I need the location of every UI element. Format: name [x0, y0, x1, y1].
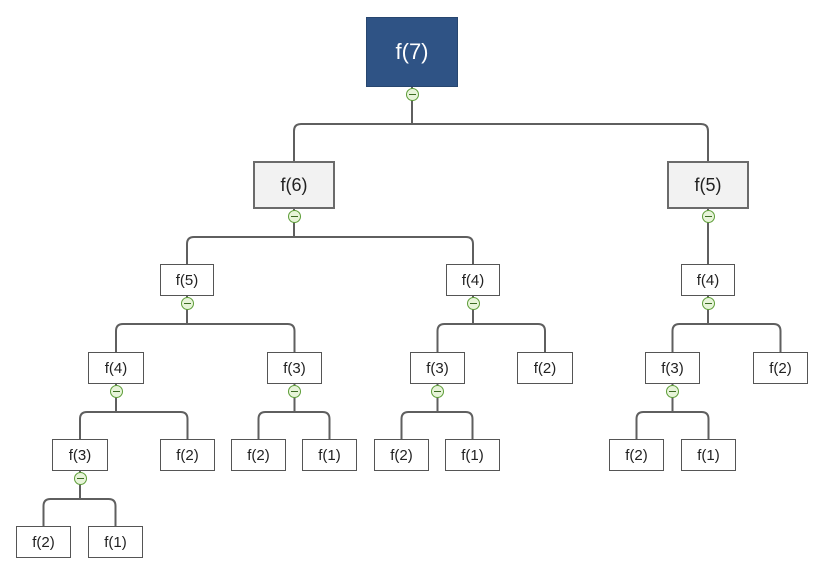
node-f1a[interactable]: f(1): [88, 526, 143, 558]
node-label: f(3): [426, 359, 449, 377]
node-f7[interactable]: f(7): [366, 17, 458, 87]
collapse-toggle-icon[interactable]: [701, 210, 715, 223]
connector-branch: [635, 411, 673, 439]
node-label: f(1): [461, 446, 484, 464]
node-label: f(2): [769, 359, 792, 377]
connector-branch: [257, 411, 295, 439]
node-f2d[interactable]: f(2): [374, 439, 429, 471]
node-label: f(4): [461, 271, 485, 289]
node-f5b[interactable]: f(5): [667, 161, 749, 209]
collapse-toggle-icon[interactable]: [287, 210, 301, 223]
node-label: f(3): [283, 359, 306, 377]
node-label: f(3): [661, 359, 684, 377]
connector-branch: [400, 411, 438, 439]
node-f6[interactable]: f(6): [253, 161, 335, 209]
connector-branch: [437, 411, 474, 439]
node-label: f(7): [395, 39, 429, 64]
node-f3d[interactable]: f(3): [645, 352, 700, 384]
node-f3b[interactable]: f(3): [267, 352, 322, 384]
connector-branch: [116, 411, 189, 439]
node-f3a[interactable]: f(3): [52, 439, 108, 471]
node-label: f(5): [694, 174, 722, 195]
node-f3c[interactable]: f(3): [410, 352, 465, 384]
node-label: f(2): [390, 446, 413, 464]
connector-branch: [672, 411, 710, 439]
node-f2f[interactable]: f(2): [609, 439, 664, 471]
connector-branch: [294, 236, 474, 264]
connector-branch: [115, 323, 187, 352]
node-label: f(2): [176, 446, 199, 464]
collapse-toggle-icon[interactable]: [288, 385, 301, 398]
connector-branch: [80, 498, 117, 526]
node-f4a[interactable]: f(4): [88, 352, 144, 384]
connector-branch: [187, 323, 296, 352]
node-label: f(1): [318, 446, 341, 464]
node-label: f(3): [68, 446, 92, 464]
collapse-toggle-icon[interactable]: [701, 297, 715, 310]
node-f1c[interactable]: f(1): [445, 439, 500, 471]
connector-branch: [186, 236, 294, 264]
node-label: f(6): [280, 174, 308, 195]
collapse-toggle-icon[interactable]: [180, 297, 194, 310]
node-f2g[interactable]: f(2): [753, 352, 808, 384]
collapse-toggle-icon[interactable]: [109, 385, 123, 398]
node-f2b[interactable]: f(2): [160, 439, 215, 471]
node-label: f(4): [696, 271, 720, 289]
connector-branch: [473, 323, 546, 352]
node-f4c[interactable]: f(4): [681, 264, 735, 296]
connector-branch: [412, 123, 709, 161]
node-f5a[interactable]: f(5): [160, 264, 214, 296]
connector-branch: [436, 323, 473, 352]
collapse-toggle-icon[interactable]: [431, 385, 444, 398]
connector-branch: [42, 498, 80, 526]
node-f2e[interactable]: f(2): [517, 352, 573, 384]
node-label: f(2): [625, 446, 648, 464]
node-label: f(4): [104, 359, 128, 377]
collapse-toggle-icon[interactable]: [666, 385, 679, 398]
node-f2c[interactable]: f(2): [231, 439, 286, 471]
node-label: f(1): [697, 446, 720, 464]
node-f2a[interactable]: f(2): [16, 526, 71, 558]
connector-branch: [671, 323, 708, 352]
node-f1b[interactable]: f(1): [302, 439, 357, 471]
connector-branch: [294, 411, 331, 439]
collapse-toggle-icon[interactable]: [405, 88, 419, 101]
collapse-toggle-icon[interactable]: [466, 297, 480, 310]
connector-branch: [79, 411, 116, 439]
node-f4b[interactable]: f(4): [446, 264, 500, 296]
node-label: f(2): [32, 533, 55, 551]
node-label: f(1): [104, 533, 127, 551]
collapse-toggle-icon[interactable]: [73, 472, 87, 485]
connector-branch: [293, 123, 412, 161]
connector-branch: [708, 323, 782, 352]
node-f1d[interactable]: f(1): [681, 439, 736, 471]
node-label: f(2): [533, 359, 557, 377]
node-label: f(5): [175, 271, 199, 289]
node-label: f(2): [247, 446, 270, 464]
